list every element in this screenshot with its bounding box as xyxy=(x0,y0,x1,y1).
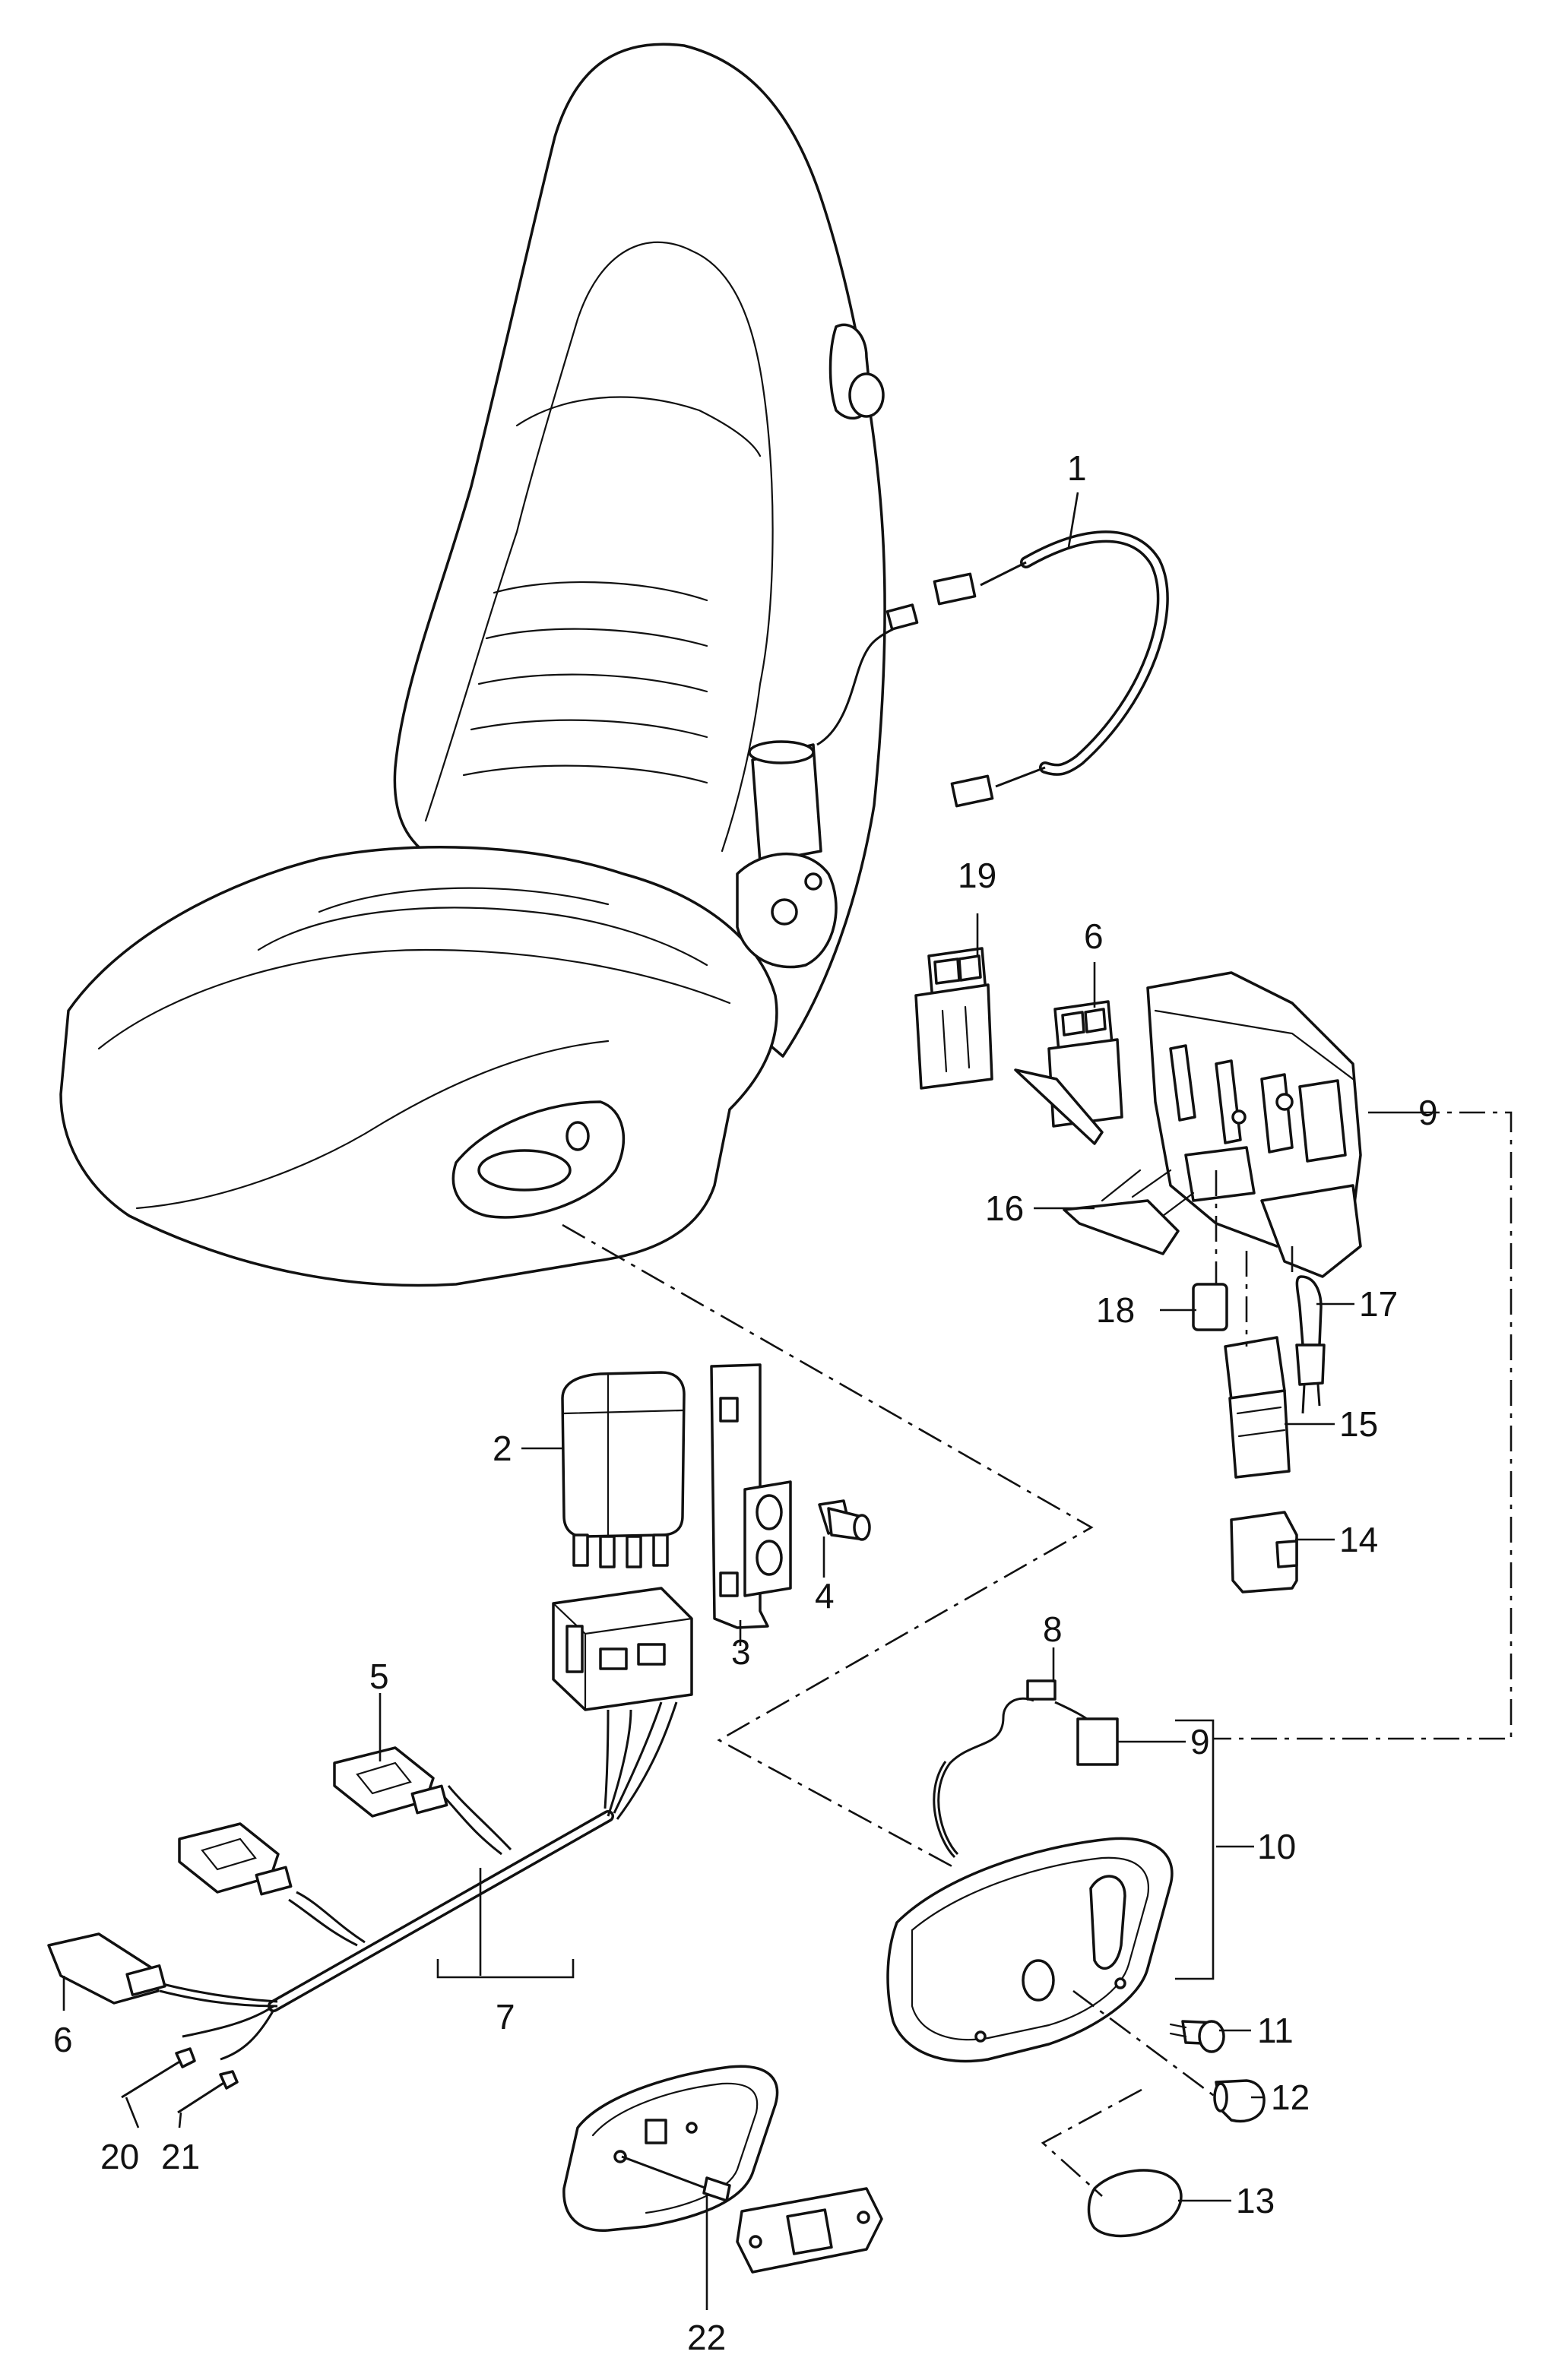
callout-9-lower: 9 xyxy=(1190,1722,1210,1761)
callout-17: 17 xyxy=(1359,1284,1398,1324)
part-1-cable xyxy=(816,530,1169,808)
callout-6-top: 6 xyxy=(1084,916,1104,956)
seat-illustration xyxy=(59,43,886,1287)
part-10-switch-panel xyxy=(886,1679,1174,2063)
callout-5: 5 xyxy=(369,1657,389,1696)
seat-cushion xyxy=(59,846,778,1287)
callout-7: 7 xyxy=(496,1997,515,2037)
part-20-pin xyxy=(121,2047,196,2099)
backrest-motor xyxy=(736,740,838,969)
part-4-clip xyxy=(818,1499,871,1541)
part-14-housing xyxy=(1230,1511,1298,1594)
callout-20: 20 xyxy=(100,2137,139,2176)
assembly-lines xyxy=(562,1111,1513,2197)
callout-18: 18 xyxy=(1096,1290,1135,1330)
callout-13: 13 xyxy=(1236,2181,1275,2220)
part-9-switch-module xyxy=(1146,971,1362,1278)
part-8-connector xyxy=(1026,1679,1057,1701)
callout-8: 8 xyxy=(1043,1609,1063,1649)
callout-16: 16 xyxy=(985,1188,1024,1228)
part-5-connector-lower xyxy=(178,1822,293,1896)
callout-2: 2 xyxy=(493,1429,512,1468)
part-18-cap xyxy=(1192,1283,1228,1331)
leader-lines xyxy=(62,492,1414,2310)
part-22-seat-switch xyxy=(562,2065,883,2274)
callout-4: 4 xyxy=(815,1576,835,1616)
part-3-bracket xyxy=(710,1363,792,1629)
callout-3: 3 xyxy=(731,1632,751,1672)
callout-14: 14 xyxy=(1339,1520,1378,1559)
part-2-relay xyxy=(561,1371,686,1568)
callout-labels: 1 2 3 4 5 6 6 7 8 9 9 10 11 12 13 14 15 … xyxy=(53,448,1438,2357)
part-17-bulb xyxy=(1295,1275,1326,1414)
callout-22: 22 xyxy=(687,2318,726,2357)
part-11-screw xyxy=(1169,2020,1225,2053)
seat-backrest-inner xyxy=(424,241,774,853)
part-2-relay-socket xyxy=(552,1587,693,1711)
part-19-connector xyxy=(914,947,993,1090)
part-21-pin xyxy=(177,2070,239,2114)
part-6-connector-lower xyxy=(47,1932,166,2005)
callout-6-lower: 6 xyxy=(53,2020,73,2059)
callout-9-top: 9 xyxy=(1418,1093,1438,1132)
part-15-connector xyxy=(1224,1336,1291,1479)
callout-11: 11 xyxy=(1257,2011,1294,2050)
part-6-connector-top xyxy=(1014,1000,1123,1145)
callout-19: 19 xyxy=(958,856,996,895)
callout-12: 12 xyxy=(1271,2078,1310,2117)
callout-21: 21 xyxy=(161,2137,200,2176)
part-12-cap xyxy=(1213,2079,1266,2123)
callout-1: 1 xyxy=(1067,448,1087,488)
callout-15: 15 xyxy=(1339,1404,1378,1444)
part-9-connector-lower xyxy=(1076,1717,1119,1766)
part-16-clip xyxy=(1063,1169,1195,1255)
part-13-knob xyxy=(1087,2169,1183,2238)
part-5-connector xyxy=(333,1746,448,1818)
callout-10: 10 xyxy=(1257,1827,1296,1866)
part-7-harness xyxy=(159,1701,678,2061)
